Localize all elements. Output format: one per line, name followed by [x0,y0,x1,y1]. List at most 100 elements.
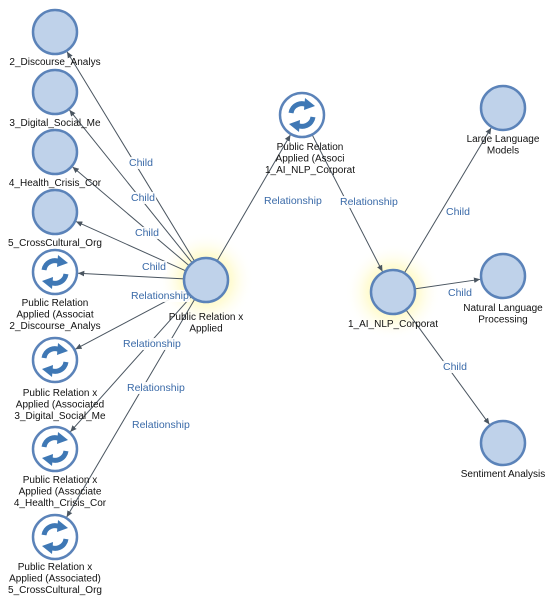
concept-node-icon [479,84,527,132]
edge-label: Relationship [123,338,181,350]
node-label: Applied (Associated [16,400,104,411]
edge-label-background [447,287,474,299]
edge-center-to-assoc1 [216,134,291,262]
node-crosscultural[interactable]: 5_CrossCultural_Org [8,188,102,249]
node-label: Applied (Associ [276,154,345,165]
linked-map-arrows-icon [41,343,69,377]
edge-ai-to-llm [403,127,492,274]
node-label: Applied (Associated) [9,574,101,585]
linked-map-icon [31,248,79,296]
linked-map-icon [278,91,326,139]
arrow-head-bottom [42,454,53,466]
node-sentiment[interactable]: Sentiment Analysis [461,419,545,480]
arrow-head-top [57,432,68,444]
arrow-head-top [57,520,68,532]
edge-label: Child [448,287,472,299]
arrow-head-bottom [289,120,300,132]
node-label: 3_Digital_Social_Me [9,118,101,129]
edge-label: Child [142,261,166,273]
node-discourse[interactable]: 2_Discourse_Analys [9,8,101,68]
concept-node-icon [479,252,527,300]
concept-node-icon [31,128,79,176]
concept-node-icon [479,419,527,467]
edge-label: Relationship [264,195,322,207]
node-label: Public Relation [277,142,344,153]
node-label: 2_Discourse_Analys [9,57,100,68]
concept-node-icon [31,8,79,56]
edge-label-background [134,227,161,239]
node-digital[interactable]: 3_Digital_Social_Me [9,68,101,129]
edge-label: Child [443,361,467,373]
edge-center-to-digital [69,109,193,264]
linked-map-icon [31,425,79,473]
node-label: Public Relation x [23,475,97,486]
node-label: 3_Digital_Social_Me [14,411,106,422]
node-label: Public Relation x [169,312,243,323]
node-label: 4_Health_Crisis_Cor [9,178,102,189]
linked-map-arrows-icon [41,255,69,289]
node-label: Models [487,146,519,157]
edge-label-background [141,261,168,273]
concept-node-icon [31,188,79,236]
edge-label: Child [446,206,470,218]
edge-label-background [339,196,399,208]
arrow-head-top [304,98,315,110]
concept-node-icon [31,68,79,116]
node-label: 5_CrossCultural_Org [8,585,102,596]
edge-label-background [263,195,323,207]
edge-label: Child [135,227,159,239]
edge-label-background [128,157,155,169]
edge-label-background [442,361,469,373]
concept-node-icon [369,268,417,316]
edge-center-to-assoc2 [77,270,185,280]
linked-map-arrows-icon [41,520,69,554]
node-label: Processing [478,315,527,326]
edge-label-background [445,206,472,218]
node-label: Applied (Associate [19,487,102,498]
concept-node-icon [182,256,230,304]
edge-label: Child [129,157,153,169]
edge-center-to-assoc4 [69,296,192,433]
edge-labels-layer: ChildChildChildChildRelationshipRelation… [122,157,474,431]
edge-label-background [126,382,186,394]
node-label: Large Language [467,134,540,145]
edge-label: Relationship [132,419,190,431]
edge-label: Child [131,192,155,204]
node-label: Public Relation x [18,562,92,573]
node-label: Public Relation x [23,388,97,399]
edge-label-background [122,338,182,350]
node-label: Applied [189,324,222,335]
edge-label-background [130,290,190,302]
node-label: Public Relation [22,298,89,309]
arrow-head-bottom [42,365,53,377]
edge-label: Relationship [340,196,398,208]
edge-label: Relationship [127,382,185,394]
linked-map-arrows-icon [288,98,316,132]
edge-center-to-discourse [66,51,195,262]
edge-center-to-crosscultural [75,220,187,272]
node-label: 4_Health_Crisis_Cor [14,498,107,509]
node-label: Applied (Associat [16,310,93,321]
edge-ai-to-nlp [414,277,481,290]
node-health[interactable]: 4_Health_Crisis_Cor [9,128,102,189]
edge-center-to-assoc5 [66,298,196,518]
arrow-head-top [57,343,68,355]
edge-center-to-health [72,166,190,267]
arrow-head-top [57,255,68,267]
node-label: Natural Language [463,303,543,314]
linked-map-icon [31,513,79,561]
node-label: 1_AI_NLP_Corporat [348,319,438,330]
linked-map-icon [31,336,79,384]
edge-label: Relationship [131,290,189,302]
edge-label-background [130,192,157,204]
node-ai[interactable]: 1_AI_NLP_Corporat [348,268,438,330]
